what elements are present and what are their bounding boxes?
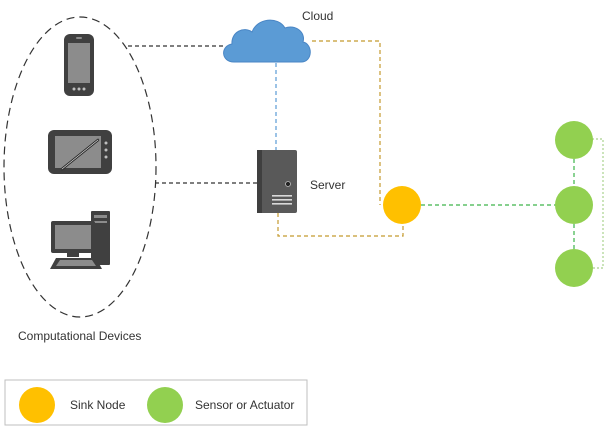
- devices-group-boundary: [3, 16, 157, 318]
- server-label: Server: [310, 178, 345, 192]
- server-tower-icon: [257, 150, 297, 213]
- smartphone-icon: [64, 34, 94, 96]
- sink-node: [383, 186, 421, 224]
- legend-sink-label: Sink Node: [70, 398, 126, 412]
- desktop-computer-icon: [50, 211, 110, 269]
- legend-sink-swatch: [19, 387, 55, 423]
- sensor-node-middle: [555, 186, 593, 224]
- tablet-stylus-icon: [48, 130, 112, 174]
- sensor-node-bottom: [555, 249, 593, 287]
- devices-group-label: Computational Devices: [18, 329, 141, 343]
- cloud-label: Cloud: [302, 9, 333, 23]
- link-server-sink: [277, 213, 404, 237]
- legend-sensor-swatch: [147, 387, 183, 423]
- sensor-node-top: [555, 121, 593, 159]
- cloud-icon: [223, 19, 311, 63]
- link-sensor-side-bracket: [592, 138, 604, 269]
- legend: Sink Node Sensor or Actuator: [4, 379, 308, 426]
- connection-lines: [128, 40, 604, 269]
- link-cloud-sink: [312, 40, 381, 205]
- legend-sensor-label: Sensor or Actuator: [195, 398, 294, 412]
